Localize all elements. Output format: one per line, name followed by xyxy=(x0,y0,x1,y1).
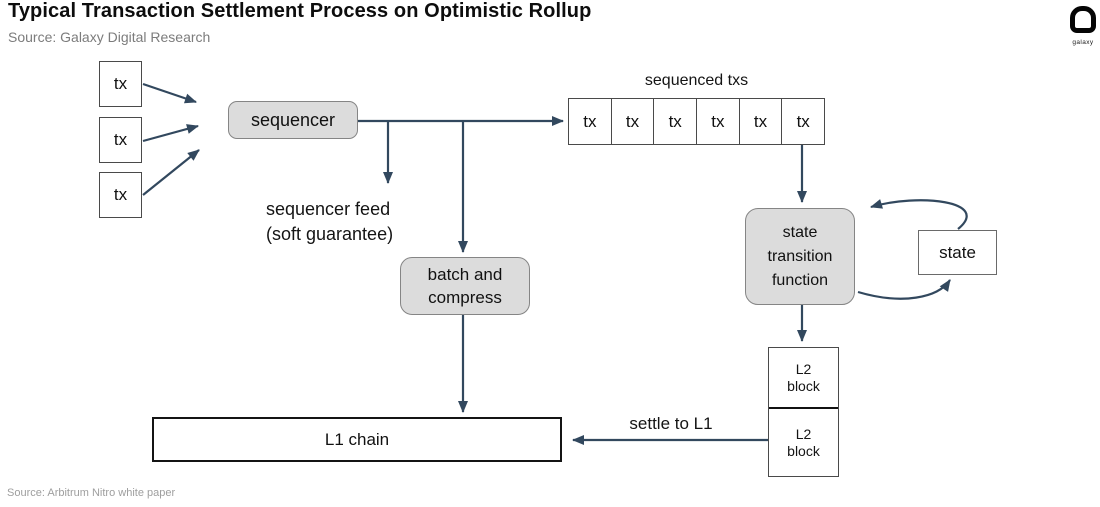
tx-label: tx xyxy=(113,185,128,204)
galaxy-logo: galaxy xyxy=(1066,6,1100,46)
tx-input-box-1: tx xyxy=(99,61,142,107)
sequenced-txs-row: tx tx tx tx tx tx xyxy=(568,98,825,145)
l1-chain-node: L1 chain xyxy=(152,417,562,462)
l2-block-top: L2 block xyxy=(769,348,838,407)
settle-to-l1-label: settle to L1 xyxy=(629,414,713,433)
sequencer-feed-line2: (soft guarantee) xyxy=(266,224,394,244)
batch-compress-node: batch and compress xyxy=(400,257,530,315)
sequenced-tx-cell: tx xyxy=(781,99,824,144)
state-node: state xyxy=(918,230,997,275)
stf-line3: function xyxy=(771,271,829,289)
footer-source: Source: Arbitrum Nitro white paper xyxy=(7,487,176,499)
sequenced-tx-cell: tx xyxy=(738,99,782,144)
sequenced-txs-title: sequenced txs xyxy=(644,72,749,89)
page-title: Typical Transaction Settlement Process o… xyxy=(8,0,592,22)
tx-input-box-3: tx xyxy=(99,172,142,218)
sequenced-tx-cell: tx xyxy=(610,99,654,144)
l2-bottom-line2: block xyxy=(787,442,820,459)
stf-line2: transition xyxy=(767,247,833,265)
galaxy-logo-label: galaxy xyxy=(1072,39,1094,46)
sequencer-feed-label: sequencer feed (soft guarantee) xyxy=(266,197,393,247)
tx-label: tx xyxy=(113,130,128,149)
l2-block-stack: L2 block L2 block xyxy=(768,347,839,477)
l2-top-line2: block xyxy=(787,377,820,394)
sequencer-feed-line1: sequencer feed xyxy=(266,199,391,219)
sequencer-label: sequencer xyxy=(250,109,336,130)
galaxy-logo-icon xyxy=(1070,6,1096,33)
stf-line1: state xyxy=(782,223,818,241)
tx-label: tx xyxy=(113,74,128,93)
sequenced-tx-cell: tx xyxy=(583,111,597,131)
batch-line2: compress xyxy=(428,288,502,307)
sequencer-node: sequencer xyxy=(228,101,358,139)
state-transition-function-node: state transition function xyxy=(745,208,855,305)
l2-top-line1: L2 xyxy=(795,360,812,377)
arrow-state-to-stf-loop xyxy=(870,199,968,230)
sequenced-tx-cell: tx xyxy=(696,99,739,144)
arrow-tx1-to-sequencer xyxy=(142,82,197,104)
l1-chain-label: L1 chain xyxy=(324,429,390,449)
source-subtitle: Source: Galaxy Digital Research xyxy=(8,29,211,45)
l2-bottom-line1: L2 xyxy=(795,425,812,442)
batch-line1: batch and xyxy=(427,265,503,284)
arrow-tx2-to-sequencer xyxy=(142,124,199,143)
tx-input-box-2: tx xyxy=(99,117,142,163)
l2-block-bottom: L2 block xyxy=(769,407,838,476)
arrow-tx3-to-sequencer xyxy=(142,149,200,196)
sequenced-tx-cell: tx xyxy=(653,99,696,144)
state-label: state xyxy=(939,242,976,262)
arrow-stf-to-state-loop xyxy=(857,279,951,300)
